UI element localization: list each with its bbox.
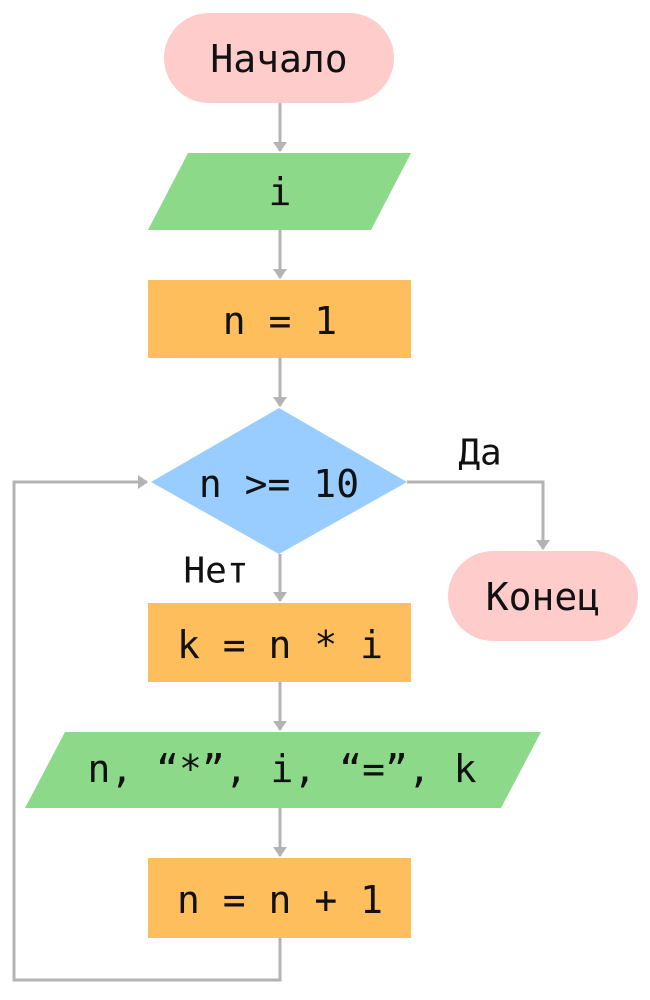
end-terminal-shape [448, 551, 638, 641]
start-terminal-shape [164, 13, 394, 103]
compute-process-shape [148, 603, 411, 682]
init-process-shape [148, 280, 411, 358]
output-label: n, “*”, i, “=”, k [88, 747, 477, 791]
increment-node: n = n + 1 [148, 858, 411, 938]
decision-label: n >= 10 [199, 462, 359, 506]
init-label: n = 1 [223, 299, 337, 343]
input-io-shape [148, 153, 411, 230]
input-node: i [148, 153, 411, 230]
branch-no-label: Нет [183, 551, 248, 592]
increment-label: n = n + 1 [177, 878, 383, 922]
init-node: n = 1 [148, 280, 411, 358]
start-label: Начало [210, 37, 347, 81]
input-label: i [269, 170, 292, 214]
output-node: n, “*”, i, “=”, k [25, 732, 541, 808]
connectors [12, 103, 550, 982]
decision-shape [151, 408, 407, 554]
start-node: Начало [164, 13, 394, 103]
connector-decision-yes-to-end [407, 480, 550, 550]
end-node: Конец [448, 551, 638, 641]
compute-node: k = n * i [148, 603, 411, 682]
end-label: Конец [486, 575, 600, 619]
decision-node: n >= 10 [151, 408, 407, 554]
compute-label: k = n * i [177, 623, 383, 667]
branch-yes-label: Да [458, 433, 501, 474]
output-io-shape [25, 732, 541, 808]
connector-loop-back [12, 475, 282, 982]
increment-process-shape [148, 858, 411, 938]
